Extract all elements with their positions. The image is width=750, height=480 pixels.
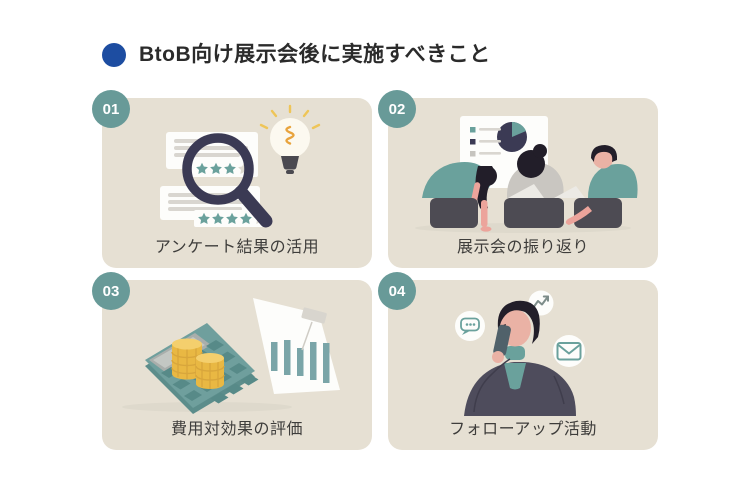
step-caption: アンケート結果の活用 [154,239,320,256]
page-header: BtoB向け展示会後に実施すべきこと [102,43,491,67]
survey-results-illustration [160,104,321,228]
coin-stack-icon [171,338,225,389]
step-number-badge: 02 [378,90,416,128]
step-card-03: 03 [92,272,372,450]
lightbulb-icon [259,104,321,174]
laptop-icon [554,186,585,198]
step-card-02: 02 [378,90,658,268]
person-middle [506,144,564,198]
step-caption: 費用対効果の評価 [170,421,303,438]
bullet-circle-icon [102,43,126,67]
chat-bubble-icon [455,311,485,341]
seat-cube [504,198,564,228]
steps-grid: 01 [92,90,658,450]
team-meeting-illustration [415,116,638,233]
person-right [588,145,638,198]
seat-cube [430,198,478,228]
follow-up-illustration [455,290,585,416]
step-card-04: 04 [378,272,658,450]
step-number-badge: 04 [378,272,416,310]
person-on-phone [464,300,576,416]
person-left [422,162,497,210]
bar-chart-icon [253,298,340,394]
paper-clip-icon [301,307,327,324]
step-caption: フォローアップ活動 [449,421,597,438]
page-title: BtoB向け展示会後に実施すべきこと [139,43,491,67]
smartphone-icon [493,324,511,357]
step-caption: 展示会の振り返り [456,239,589,256]
laptop-icon [508,184,544,198]
mail-icon [553,335,585,367]
cost-evaluation-illustration [122,298,340,414]
magnifier-icon [182,133,273,228]
hair [497,300,540,344]
step-card-01: 01 [92,90,372,268]
seat-cube [574,198,622,228]
step-number-badge: 03 [92,272,130,310]
suit [464,362,576,416]
pie-chart-icon [497,121,527,152]
step-number-badge: 01 [92,90,130,128]
